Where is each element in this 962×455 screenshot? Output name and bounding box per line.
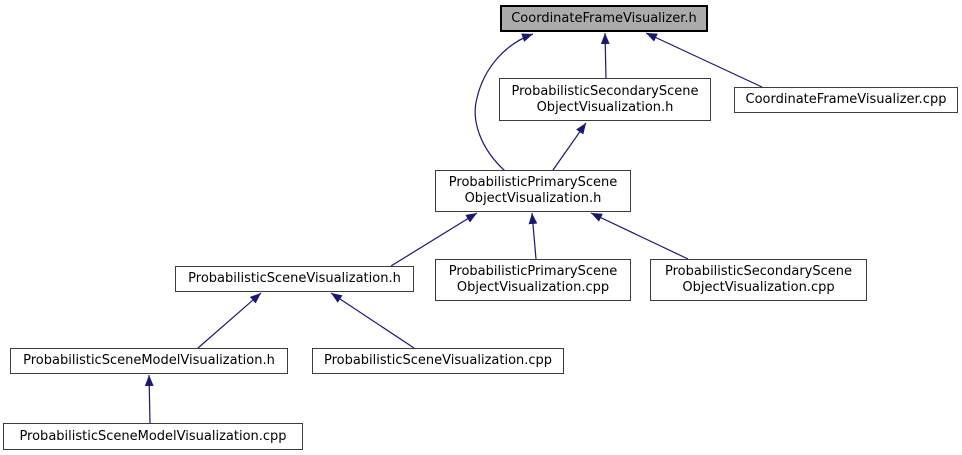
edge-scene-h-to-primary-h: [390, 212, 478, 267]
edge-primary-h-to-coordinateframevisualizer-h: [474, 33, 534, 172]
node-probabilisticscenevisualization-h[interactable]: ProbabilisticSceneVisualization.h: [175, 266, 414, 292]
node-probabilisticsecondaryscene-objectvisualization-h[interactable]: ProbabilisticSecondaryScene ObjectVisual…: [499, 78, 711, 121]
node-coordinateframevisualizer-cpp[interactable]: CoordinateFrameVisualizer.cpp: [734, 87, 958, 113]
node-probabilisticscenemodelvisualization-cpp[interactable]: ProbabilisticSceneModelVisualization.cpp: [3, 423, 303, 450]
edge-model-cpp-to-model-h: [144, 374, 154, 424]
edge-secondary-h-to-coordinateframevisualizer-h: [600, 32, 610, 80]
edge-secondary-cpp-to-primary-h: [590, 212, 689, 260]
node-probabilisticsecondaryscene-objectvisualization-cpp[interactable]: ProbabilisticSecondaryScene ObjectVisual…: [650, 259, 867, 301]
edge-coordinateframevisualizer-cpp-to-h: [645, 32, 763, 88]
node-probabilisticscenemodelvisualization-h[interactable]: ProbabilisticSceneModelVisualization.h: [10, 348, 288, 374]
node-coordinateframevisualizer-h: CoordinateFrameVisualizer.h: [500, 5, 708, 32]
edge-model-h-to-scene-h: [197, 292, 262, 349]
node-probabilisticprimaryscene-objectvisualization-h[interactable]: ProbabilisticPrimaryScene ObjectVisualiz…: [435, 170, 631, 212]
node-probabilisticprimaryscene-objectvisualization-cpp[interactable]: ProbabilisticPrimaryScene ObjectVisualiz…: [435, 259, 631, 301]
edge-primary-h-to-secondary-h: [552, 122, 587, 171]
edge-scene-cpp-to-scene-h: [330, 292, 415, 349]
node-probabilisticscenevisualization-cpp[interactable]: ProbabilisticSceneVisualization.cpp: [312, 348, 564, 374]
edge-primary-cpp-to-primary-h: [528, 212, 538, 260]
